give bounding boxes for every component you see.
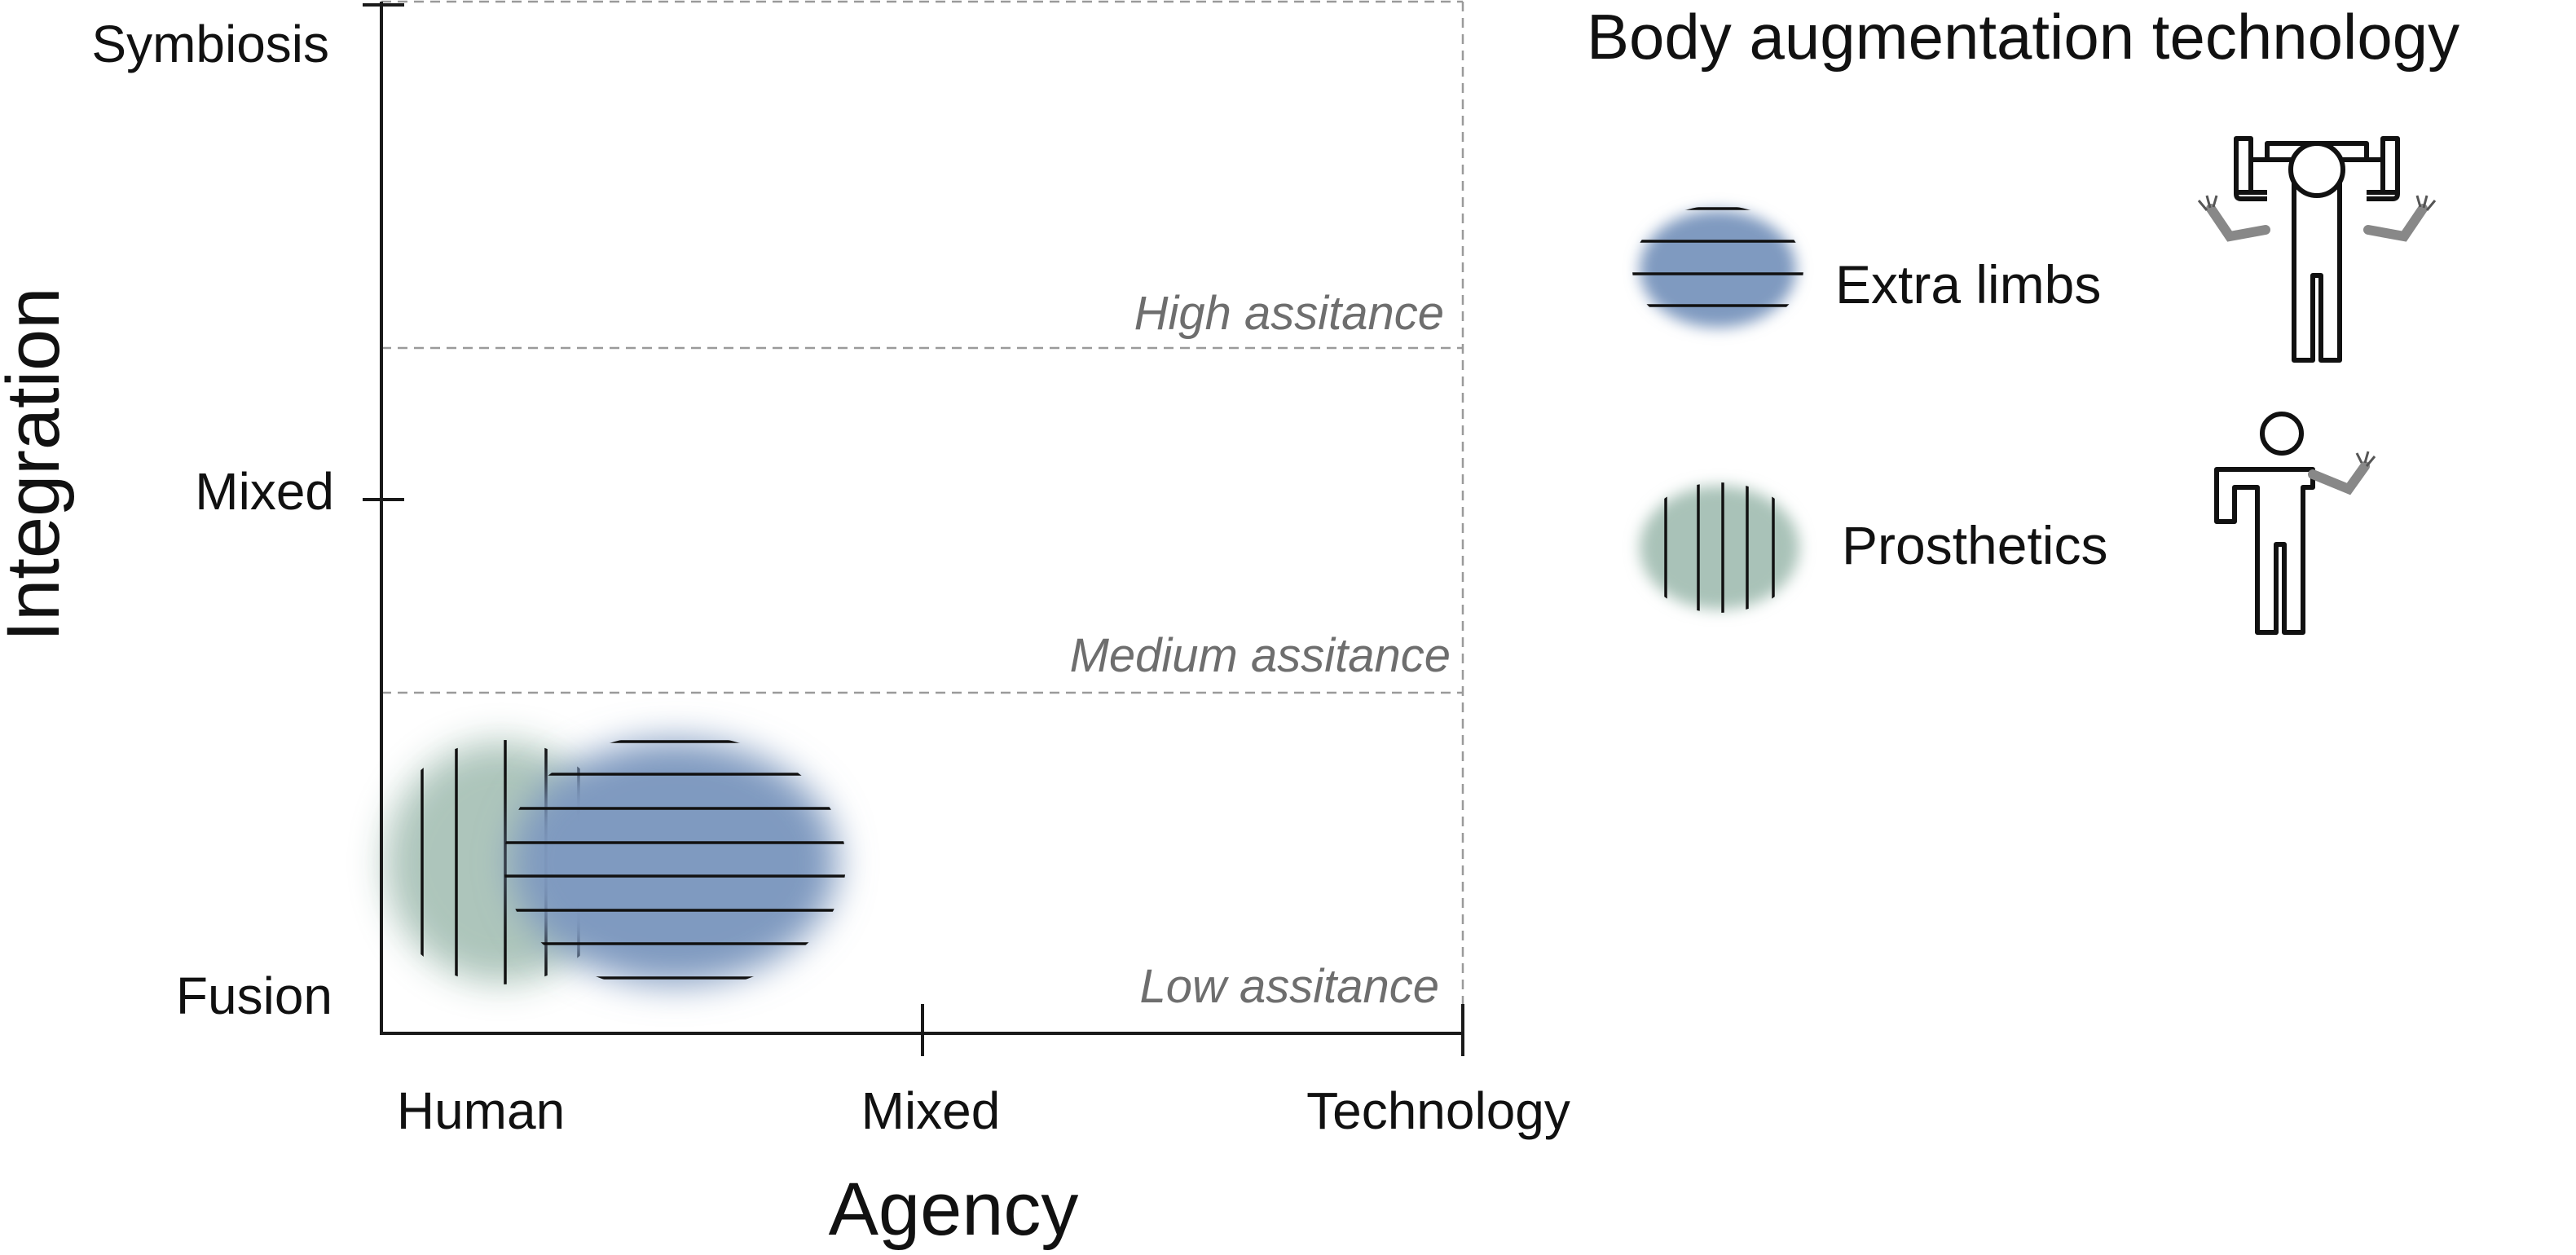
legend-item-extra-limbs: Extra limbs: [1632, 136, 2437, 363]
x-tick-label-human: Human: [397, 1081, 565, 1140]
legend-label-prosthetics: Prosthetics: [1842, 515, 2107, 575]
x-tick-label-technology: Technology: [1306, 1081, 1570, 1140]
zone-label-low: Low assitance: [1139, 960, 1439, 1013]
legend-hatch-prosthetics: [1664, 482, 1775, 613]
person-with-prosthetic-arm-icon: [2214, 412, 2376, 635]
zone-label-high: High assitance: [1134, 287, 1444, 340]
legend-item-prosthetics: Prosthetics: [1640, 412, 2376, 635]
zone-label-medium: Medium assitance: [1070, 629, 1451, 682]
x-tick-label-mixed: Mixed: [861, 1081, 1001, 1140]
zone-boundaries: [381, 0, 1464, 1031]
y-tick-label-mixed: Mixed: [195, 462, 334, 521]
y-axis-title: Integration: [0, 288, 75, 642]
legend-swatch-prosthetics: [1640, 486, 1799, 610]
axes: [363, 2, 1464, 1056]
legend: Body augmentation technology Extra limbs: [1587, 1, 2459, 635]
person-with-two-extra-arms-icon: [2197, 136, 2437, 363]
legend-label-extra-limbs: Extra limbs: [1835, 254, 2101, 315]
extra-limbs-region-fill: [512, 740, 838, 984]
legend-swatch-extra-limbs: [1640, 210, 1796, 328]
legend-title: Body augmentation technology: [1587, 1, 2459, 73]
x-axis-title: Agency: [829, 1168, 1079, 1251]
y-tick-label-symbiosis: Symbiosis: [91, 15, 329, 73]
y-tick-label-fusion: Fusion: [176, 967, 332, 1025]
